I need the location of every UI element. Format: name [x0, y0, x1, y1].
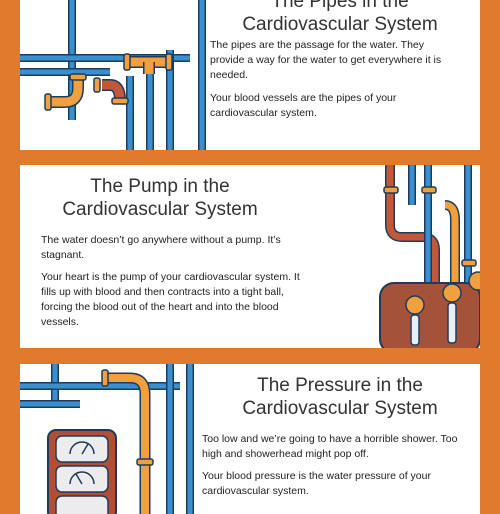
section-card-pipes: The Pipes in the Cardiovascular System T… — [20, 0, 480, 150]
section-paragraph: The pipes are the passage for the water.… — [210, 39, 442, 81]
title-line-1: The Pump in the — [90, 176, 230, 197]
section-title-pressure: The Pressure in the Cardiovascular Syste… — [210, 374, 470, 420]
title-line-2: Cardiovascular System — [62, 199, 258, 220]
section-title-pipes: The Pipes in the Cardiovascular System — [210, 0, 470, 36]
title-line-1: The Pressure in the — [257, 375, 423, 396]
section-card-pressure: The Pressure in the Cardiovascular Syste… — [20, 364, 480, 514]
section-paragraph: Your heart is the pump of your cardiovas… — [41, 271, 300, 328]
pump-illustration — [379, 165, 480, 348]
title-line-1: The Pipes in the — [271, 0, 409, 12]
section-paragraph: Your blood vessels are the pipes of your… — [210, 92, 397, 119]
section-card-pump: The Pump in the Cardiovascular System Th… — [20, 165, 480, 348]
pressure-illustration — [20, 364, 194, 514]
section-paragraph: The water doesn’t go anywhere without a … — [41, 234, 281, 261]
pipes-illustration — [20, 0, 206, 150]
section-title-pump: The Pump in the Cardiovascular System — [25, 175, 295, 221]
section-paragraph: Too low and we’re going to have a horrib… — [202, 433, 458, 460]
title-line-2: Cardiovascular System — [242, 398, 438, 419]
title-line-2: Cardiovascular System — [242, 14, 438, 35]
section-paragraph: Your blood pressure is the water pressur… — [202, 470, 431, 497]
